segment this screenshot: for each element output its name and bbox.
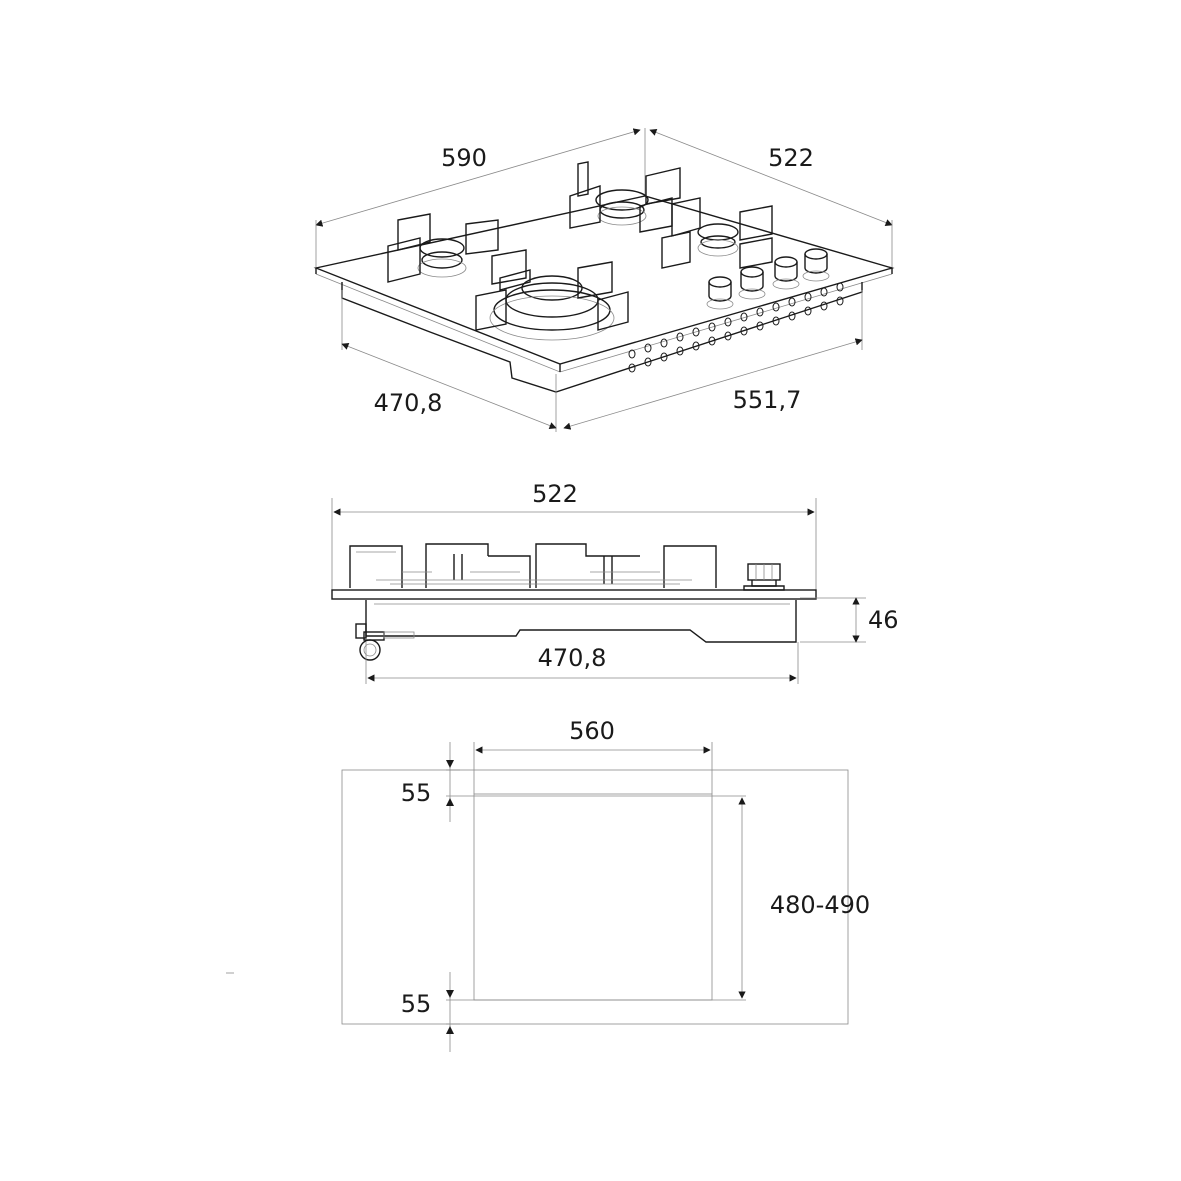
vent-holes [628, 282, 844, 373]
burner-left [387, 213, 527, 285]
height-label: 46 [868, 606, 899, 634]
side-glass-plate [331, 589, 817, 600]
side-knob [743, 563, 785, 591]
depth-label: 522 [768, 144, 814, 172]
top-margin-label: 55 [401, 779, 432, 807]
width-dimension-line [315, 128, 641, 227]
cutout-width-label: 560 [569, 717, 615, 745]
burner-back [569, 161, 681, 233]
cutout-depth-label: 480-490 [770, 891, 870, 919]
base-depth-label: 470,8 [374, 389, 443, 417]
base-depth-dimension-line [341, 343, 557, 429]
knob [706, 276, 734, 310]
base-width-dimension-line [563, 338, 863, 430]
gas-inlet-fitting [355, 623, 415, 661]
glass-top [313, 195, 895, 365]
side-view: 522 [331, 480, 899, 684]
depth-dimension-line [649, 129, 893, 226]
side-grates [349, 543, 717, 588]
knob [802, 248, 830, 282]
base-width-label: 551,7 [733, 386, 802, 414]
side-base-width-label: 470,8 [538, 644, 607, 672]
burner-right [661, 197, 773, 269]
countertop-outline [341, 769, 849, 1025]
cutout-view: 560 55 55 480-490 [226, 717, 870, 1052]
knob [772, 256, 800, 290]
knob [738, 266, 766, 300]
width-label: 590 [441, 144, 487, 172]
control-knobs [706, 248, 830, 310]
side-width-label: 522 [532, 480, 578, 508]
burner-front-wok [475, 261, 629, 341]
cutout-outline [473, 793, 713, 1001]
isometric-view: 590 522 [313, 128, 895, 432]
side-base-body [365, 600, 797, 643]
glass-edge [315, 273, 893, 373]
bottom-margin-label: 55 [401, 990, 432, 1018]
